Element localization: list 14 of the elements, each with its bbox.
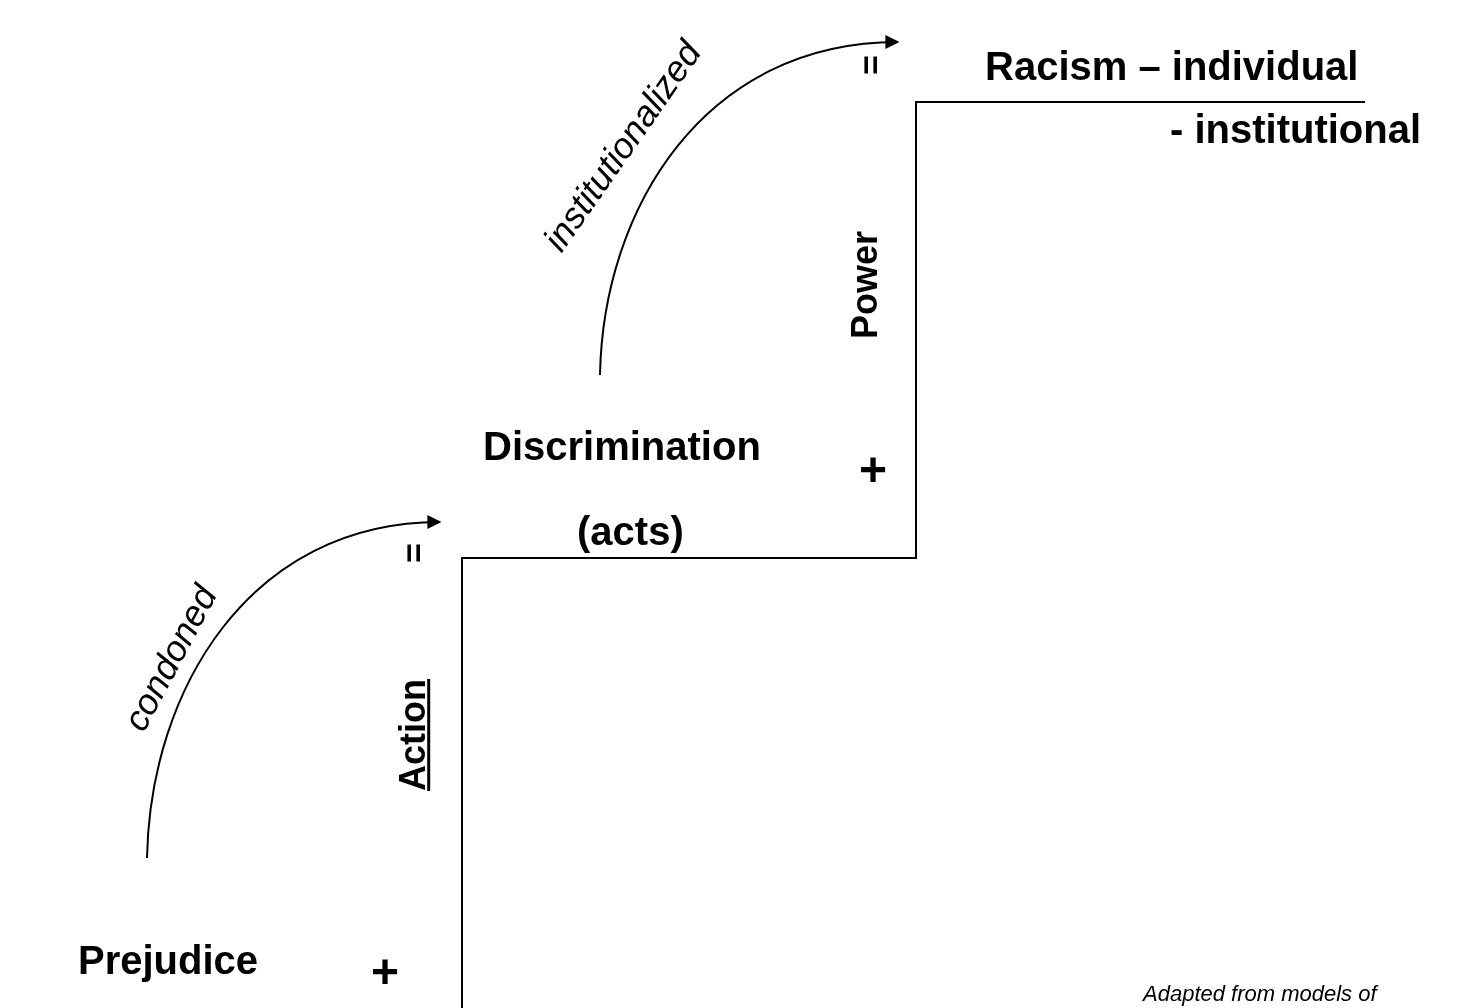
axis-label: Action <box>393 679 433 791</box>
stage-sublabel: - institutional <box>1170 107 1422 151</box>
caption: Adapted from models of <box>1143 982 1377 1007</box>
stage-label: Discrimination <box>483 424 761 468</box>
equals-sign: = <box>394 543 432 563</box>
stage-sublabel: (acts) <box>577 509 684 553</box>
stage-label: Racism – individual <box>985 44 1359 88</box>
curved-arrow <box>599 35 900 376</box>
plus-sign: + <box>859 443 887 497</box>
axis-label: Power <box>845 231 885 339</box>
equals-sign: = <box>851 55 889 75</box>
plus-sign: + <box>371 945 399 999</box>
stage-label: Prejudice <box>78 938 259 982</box>
curved-arrow <box>146 515 442 859</box>
